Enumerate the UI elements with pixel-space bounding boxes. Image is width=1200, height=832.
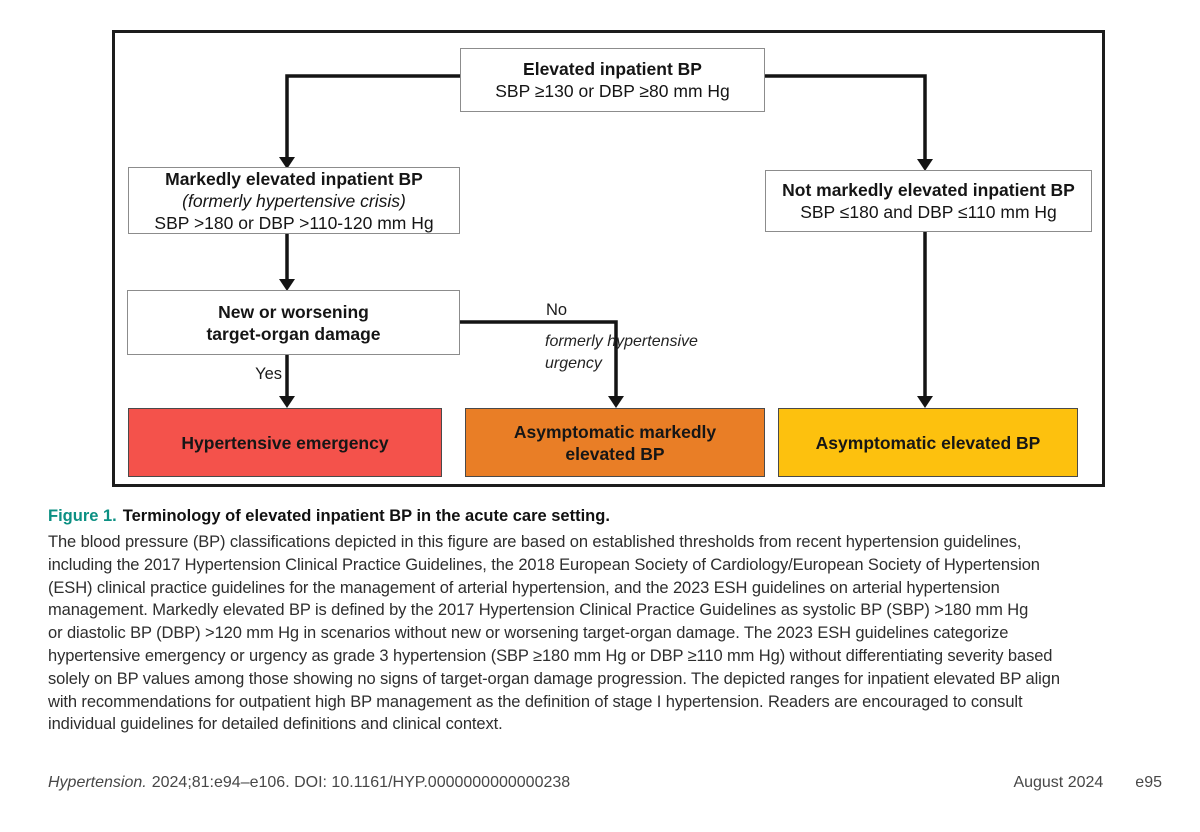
journal-name: Hypertension. xyxy=(48,774,147,791)
journal-citation: Hypertension.2024;81:e94–e106. DOI: 10.1… xyxy=(48,774,570,792)
box-criteria: SBP ≥130 or DBP ≥80 mm Hg xyxy=(495,81,730,101)
caption-line: hypertensive emergency or urgency as gra… xyxy=(48,646,1053,665)
figure-title: Terminology of elevated inpatient BP in … xyxy=(122,507,610,525)
caption-line: The blood pressure (BP) classifications … xyxy=(48,533,1022,551)
caption-line: solely on BP values among those showing … xyxy=(48,669,1060,688)
figure-number-label: Figure 1. xyxy=(48,507,117,525)
outcome-box-asymptomatic-markedly-elevated: Asymptomatic markedly elevated BP xyxy=(465,408,765,477)
page-number: e95 xyxy=(1135,774,1162,791)
flowchart-box-target-organ-damage: New or worsening target-organ damage xyxy=(127,290,460,355)
outcome-box-asymptomatic-elevated: Asymptomatic elevated BP xyxy=(778,408,1078,477)
outcome-label: Hypertensive emergency xyxy=(181,432,389,453)
edge-label-no: No xyxy=(546,301,568,319)
edge-note-line: formerly hypertensive xyxy=(545,333,698,350)
box-title: target-organ damage xyxy=(206,323,381,344)
caption-line: including the 2017 Hypertension Clinical… xyxy=(48,555,1040,574)
issue-date: August 2024 xyxy=(1013,774,1104,791)
edge-note-line: urgency xyxy=(545,355,602,372)
caption-line: management. Markedly elevated BP is defi… xyxy=(48,601,1029,620)
box-criteria: SBP >180 or DBP >110-120 mm Hg xyxy=(154,212,434,233)
outcome-label: Asymptomatic markedly xyxy=(513,421,717,442)
outcome-box-hypertensive-emergency: Hypertensive emergency xyxy=(128,408,442,477)
box-title: Elevated inpatient BP xyxy=(523,59,702,79)
flowchart-box-markedly-elevated: Markedly elevated inpatient BP (formerly… xyxy=(128,167,460,234)
caption-line: with recommendations for outpatient high… xyxy=(48,692,1023,711)
figure-caption: Figure 1. Terminology of elevated inpatie… xyxy=(48,504,1160,736)
box-criteria: SBP ≤180 and DBP ≤110 mm Hg xyxy=(800,202,1057,222)
caption-line: individual guidelines for detailed defin… xyxy=(48,715,503,734)
caption-line: (ESH) clinical practice guidelines for t… xyxy=(48,578,1000,597)
edge-label-yes: Yes xyxy=(255,365,282,383)
outcome-label: elevated BP xyxy=(565,443,665,464)
box-title: Not markedly elevated inpatient BP xyxy=(782,180,1075,200)
outcome-label: Asymptomatic elevated BP xyxy=(815,432,1041,453)
edge-note-formerly-hypertensive-urgency: formerly hypertensive urgency xyxy=(545,331,698,375)
footer-issue-info: August 2024 e95 xyxy=(1013,774,1162,792)
figure-caption-body: The blood pressure (BP) classifications … xyxy=(48,531,1160,736)
figure-caption-heading: Figure 1. Terminology of elevated inpatie… xyxy=(48,504,1160,528)
flowchart-box-not-markedly-elevated: Not markedly elevated inpatient BP SBP ≤… xyxy=(765,170,1092,232)
citation-doi: 2024;81:e94–e106. DOI: 10.1161/HYP.00000… xyxy=(151,774,571,791)
box-title: New or worsening xyxy=(218,301,369,322)
box-title: Markedly elevated inpatient BP xyxy=(165,168,423,189)
caption-line: or diastolic BP (DBP) >120 mm Hg in scen… xyxy=(48,624,1009,643)
flowchart-box-elevated-inpatient-bp: Elevated inpatient BP SBP ≥130 or DBP ≥8… xyxy=(460,48,765,112)
box-former-term: (formerly hypertensive crisis) xyxy=(182,190,406,211)
